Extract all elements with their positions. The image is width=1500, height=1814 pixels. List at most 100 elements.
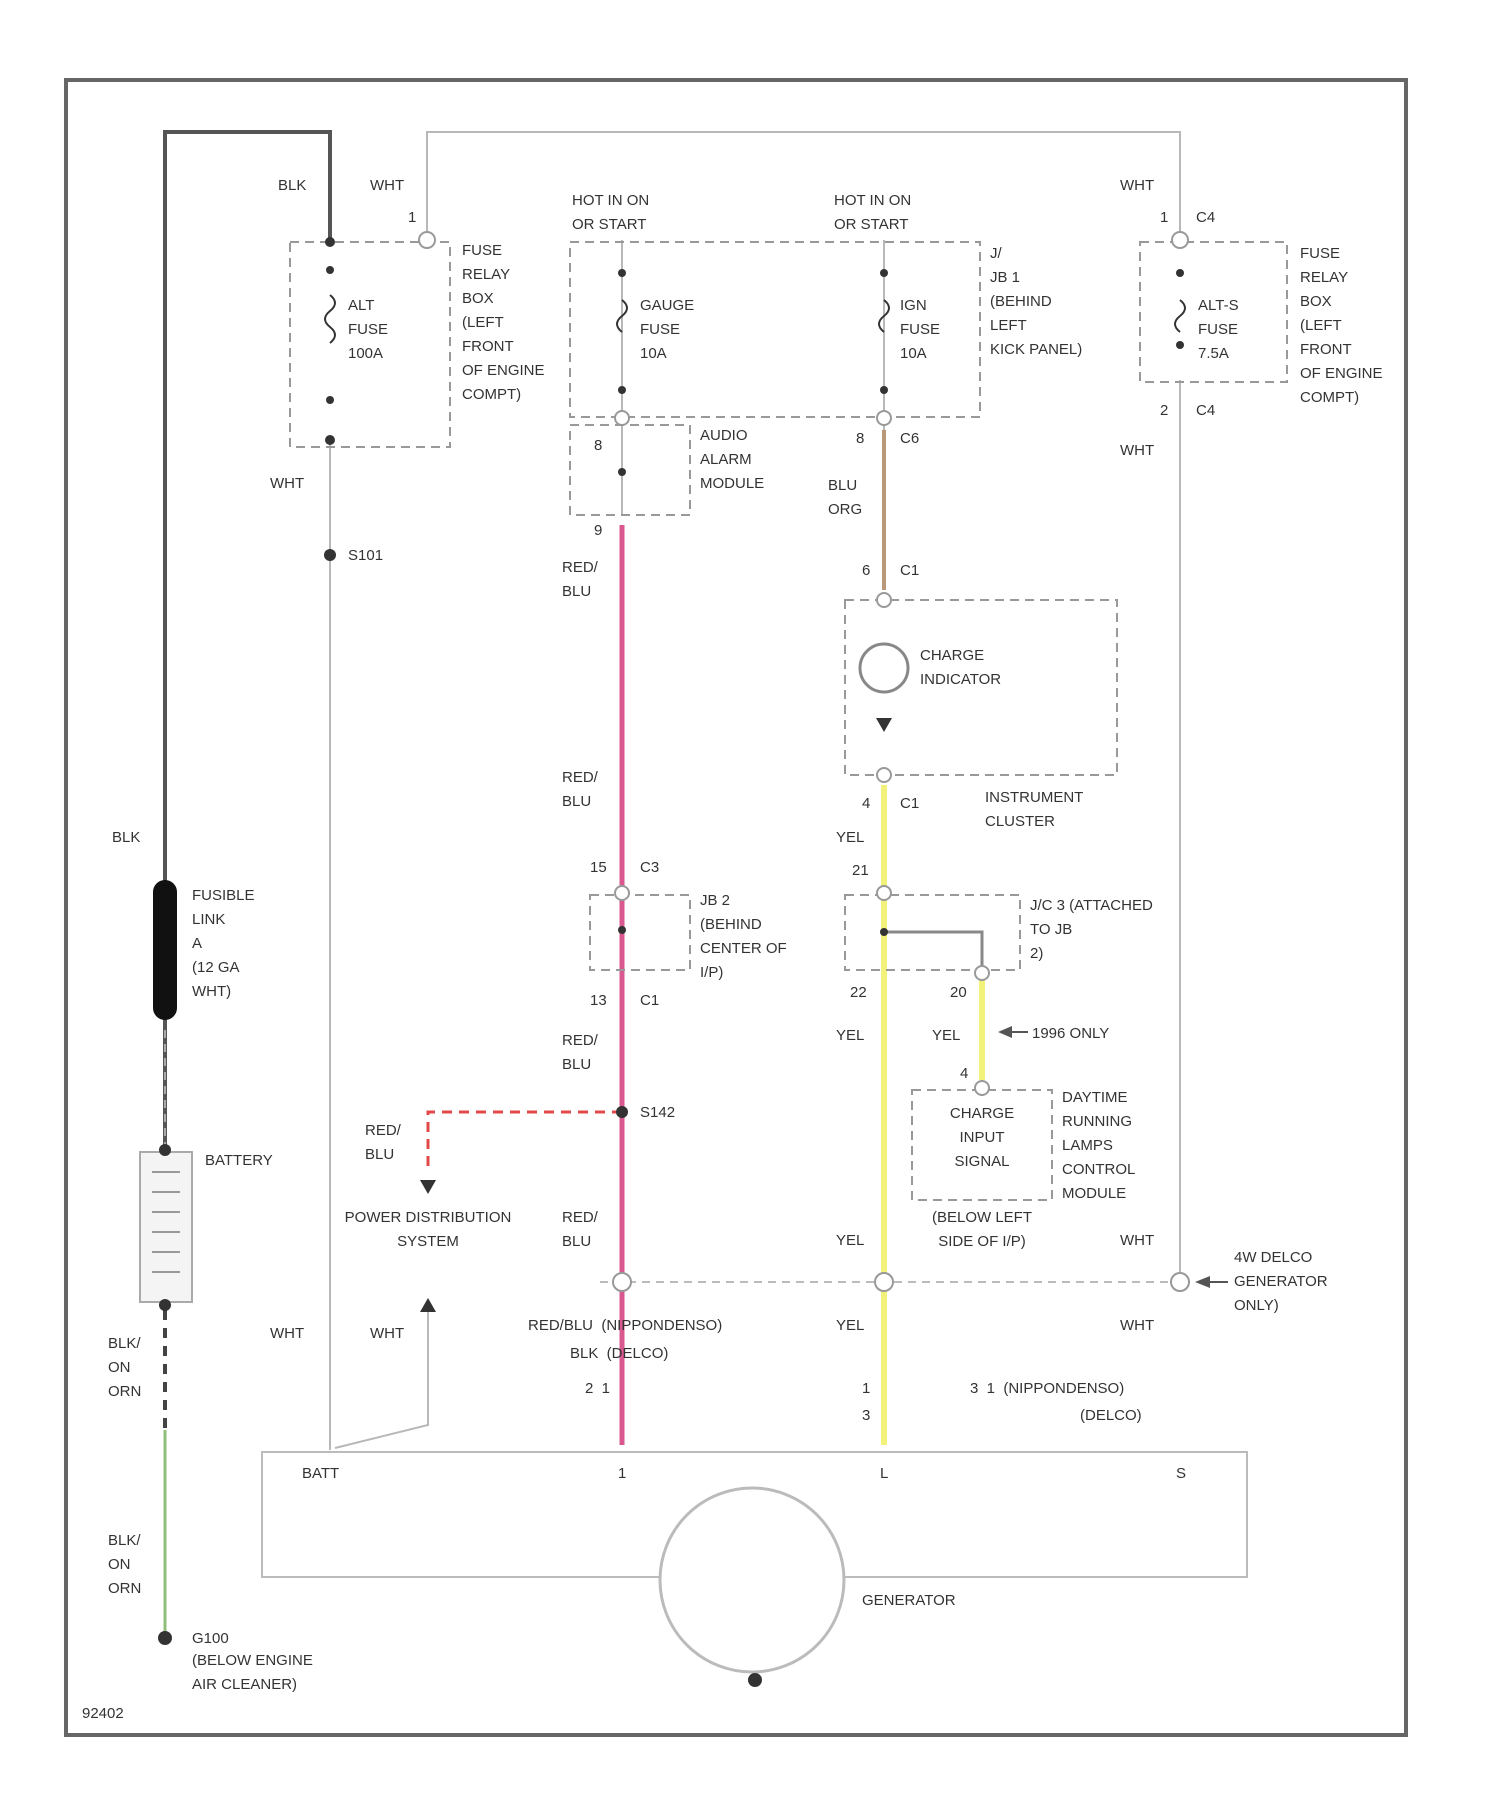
alts-fuse-icon [1175,300,1185,332]
cluster-out-conn: C1 [900,795,919,812]
wht-gen-left-1: WHT [270,1325,304,1342]
red-blu-label-5: RED/BLU [562,1209,599,1250]
battery-icon [140,1152,192,1302]
ground-id: G100 [192,1630,229,1647]
jb2-box [590,895,690,970]
splice-s142: S142 [640,1104,675,1121]
fuse-box-right-pin-bottom: 2 [1160,402,1168,419]
jc-pin-top: 21 [852,862,869,879]
delco-arrow-icon [1195,1276,1210,1288]
gen-terminal-batt: BATT [302,1465,339,1482]
generator-ground-node [748,1673,762,1687]
jc-pin-bl: 22 [850,984,867,1001]
fuse-box-right-pin-top: 1 [1160,209,1168,226]
red-blu-label-1: RED/BLU [562,559,599,600]
red-dashed-wire [428,1112,622,1170]
wire-wht-bottom-right: WHT [1120,442,1154,459]
jc-pin-br: 20 [950,984,967,1001]
wire-wht-top-right: WHT [1120,177,1154,194]
gen-conn-right-line2: (DELCO) [1080,1407,1142,1424]
fuse-box-right-conn-bottom: C4 [1196,402,1215,419]
only-1996-arrow-icon [998,1026,1012,1038]
jb2-conn-bottom: C1 [640,992,659,1009]
ign-wire-color: BLUORG [828,477,862,518]
ign-pin2: 6 [862,562,870,579]
red-blu-labels: RED/BLU RED/BLU RED/BLU RED/BLU RED/BLU … [365,559,675,1250]
red-blu-label-4: RED/BLU [365,1122,402,1163]
only-1996-label: 1996 ONLY [1032,1025,1109,1042]
battery-pos-node [159,1144,171,1156]
ign-pin: 8 [856,430,864,447]
wht-right-label-2: WHT [1120,1317,1154,1334]
pds-labels: POWER DISTRIBUTIONSYSTEM WHT WHT [270,1209,511,1342]
gen-terminal-s: S [1176,1465,1186,1482]
generator-label: GENERATOR [862,1592,956,1609]
blk-orn-label-1: BLK/ONORN [108,1335,141,1400]
yel-label-4: YEL [836,1232,864,1249]
gen-conn-left-line1: RED/BLU (NIPPONDENSO) [528,1317,722,1334]
pds-label: POWER DISTRIBUTIONSYSTEM [345,1209,512,1250]
hot-ign-label: HOT IN ONOR START [834,192,911,233]
generator-icon [660,1488,844,1672]
ign-conn: C6 [900,430,919,447]
charge-indicator-icon [860,644,908,692]
fuse-box-right-conn-top: C4 [1196,209,1215,226]
gen-conn-right-line1: 3 1 (NIPPONDENSO) [970,1380,1124,1397]
alt-fuse-icon [325,295,335,343]
gen-conn-right-pin-top: 1 [862,1380,870,1397]
cluster-out-pin: 4 [862,795,870,812]
yel-label-2: YEL [836,1027,864,1044]
indicator-arrow-icon [876,718,892,732]
red-blu-label-3: RED/BLU [562,1032,599,1073]
gen-terminal-l: L [880,1465,888,1482]
connector-pins [419,232,1189,1291]
yel-label-3: YEL [932,1027,960,1044]
ign-conn2: C1 [900,562,919,579]
wht-gen-left-2: WHT [370,1325,404,1342]
gen-conn-left-pins: 2 1 [585,1380,610,1397]
jb2-conn-top: C3 [640,859,659,876]
drl-pin: 4 [960,1065,968,1082]
fusible-link-icon [153,880,177,1020]
blk-main-wire [165,132,330,1150]
diagram-code: 92402 [82,1705,124,1722]
fuse-box-left-pin: 1 [408,209,416,226]
jc-internal-link [884,932,982,975]
jb2-pin-bottom: 13 [590,992,607,1009]
jb2-pin-top: 15 [590,859,607,876]
gen-conn-left-line2: BLK (DELCO) [570,1345,668,1362]
yel-label-5: YEL [836,1317,864,1334]
splice-s101: S101 [348,547,383,564]
wht-right-label: WHT [1120,1232,1154,1249]
pds-arrow-down-icon [420,1180,436,1194]
pds-arrow-up-icon [420,1298,436,1312]
red-blu-label-2: RED/BLU [562,769,599,810]
battery-neg-node [159,1299,171,1311]
